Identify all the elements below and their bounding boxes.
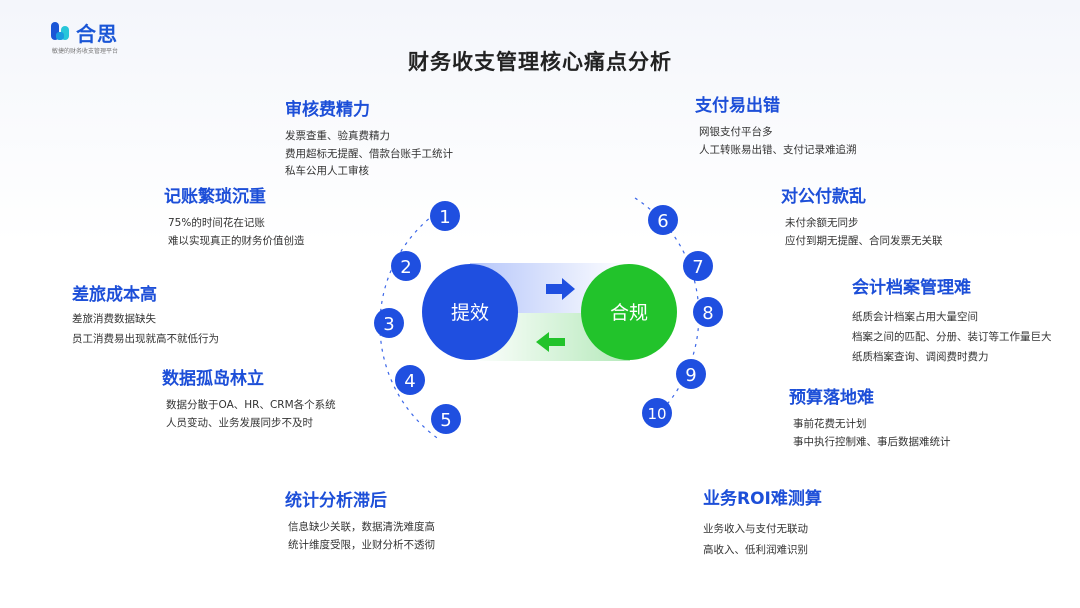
pain-point-title: 业务ROI难测算	[703, 489, 822, 509]
pain-point-item: 网银支付平台多	[699, 126, 773, 138]
pain-point-10: 业务ROI难测算 业务收入与支付无联动 高收入、低利润难识别	[703, 484, 822, 561]
left-orbit-arc	[379, 204, 449, 441]
pain-point-title: 会计档案管理难	[852, 278, 971, 298]
compliance-label: 合规	[610, 302, 648, 324]
pain-point-item: 75%的时间花在记账	[168, 217, 265, 229]
pain-point-item: 事前花费无计划	[793, 418, 867, 430]
logo-icon	[51, 22, 69, 40]
pain-point-3: 差旅成本高 差旅消费数据缺失 员工消费易出现就高不就低行为	[72, 280, 219, 348]
pain-point-8: 会计档案管理难 纸质会计档案占用大量空间 档案之间的匹配、分册、装订等工作量巨大…	[852, 273, 1052, 367]
svg-text:10: 10	[647, 405, 666, 423]
svg-text:7: 7	[692, 257, 703, 278]
pain-point-1: 审核费精力 发票查重、验真费精力 费用超标无提醒、借款台账手工统计 私车公用人工…	[285, 95, 453, 181]
efficiency-label: 提效	[451, 302, 489, 324]
arrow-right-icon	[546, 278, 575, 300]
pain-point-item: 档案之间的匹配、分册、装订等工作量巨大	[852, 331, 1052, 343]
svg-text:1: 1	[439, 207, 450, 228]
pain-point-item: 业务收入与支付无联动	[703, 523, 808, 535]
node-10: 10	[642, 398, 672, 428]
pain-point-item: 私车公用人工审核	[285, 165, 369, 177]
pain-point-title: 审核费精力	[285, 100, 370, 120]
svg-text:6: 6	[657, 211, 668, 232]
compliance-circle	[581, 264, 677, 360]
pain-point-title: 统计分析滞后	[285, 491, 387, 511]
pain-point-item: 信息缺少关联，数据清洗难度高	[288, 521, 435, 533]
pain-point-item: 统计维度受限，业财分析不透彻	[288, 538, 435, 551]
pain-point-item: 数据分散于OA、HR、CRM各个系统	[166, 399, 336, 411]
page-title: 财务收支管理核心痛点分析	[408, 50, 672, 74]
arrow-left-icon	[536, 332, 565, 352]
pain-point-item: 高收入、低利润难识别	[703, 544, 808, 556]
pain-point-9: 预算落地难 事前花费无计划 事中执行控制难、事后数据难统计	[789, 383, 951, 451]
pain-point-title: 支付易出错	[695, 96, 780, 116]
node-7: 7	[683, 251, 713, 281]
pain-point-item: 人员变动、业务发展同步不及时	[166, 416, 313, 429]
svg-text:5: 5	[440, 410, 451, 431]
svg-text:8: 8	[702, 303, 713, 324]
pain-point-item: 纸质档案查询、调阅费时费力	[852, 351, 989, 363]
svg-text:2: 2	[400, 257, 411, 278]
pain-point-title: 记账繁琐沉重	[164, 187, 266, 207]
brand-tagline: 敏捷的财务收支管理平台	[52, 48, 119, 55]
pain-point-item: 人工转账易出错、支付记录难追溯	[699, 143, 857, 156]
node-5: 5	[431, 404, 461, 434]
pain-point-title: 预算落地难	[789, 388, 874, 408]
pain-point-item: 难以实现真正的财务价值创造	[168, 234, 305, 247]
pain-point-item: 费用超标无提醒、借款台账手工统计	[285, 147, 453, 160]
pain-point-title: 差旅成本高	[72, 285, 157, 305]
pain-point-4: 数据孤岛林立 数据分散于OA、HR、CRM各个系统 人员变动、业务发展同步不及时	[162, 364, 336, 432]
svg-text:3: 3	[383, 314, 394, 335]
node-8: 8	[693, 297, 723, 327]
node-1: 1	[430, 201, 460, 231]
node-9: 9	[676, 359, 706, 389]
node-4: 4	[395, 365, 425, 395]
brand-name: 合思	[76, 22, 118, 46]
pain-point-item: 纸质会计档案占用大量空间	[852, 311, 978, 323]
pain-point-item: 员工消费易出现就高不就低行为	[72, 332, 219, 345]
node-3: 3	[374, 308, 404, 338]
node-6: 6	[648, 205, 678, 235]
pain-point-5: 统计分析滞后 信息缺少关联，数据清洗难度高 统计维度受限，业财分析不透彻	[285, 486, 435, 554]
efficiency-circle	[422, 264, 518, 360]
pain-point-title: 数据孤岛林立	[162, 369, 264, 389]
pain-point-item: 事中执行控制难、事后数据难统计	[793, 435, 951, 448]
svg-text:9: 9	[685, 365, 696, 386]
svg-text:4: 4	[404, 371, 415, 392]
pain-point-item: 应付到期无提醒、合同发票无关联	[785, 234, 943, 247]
pain-point-title: 对公付款乱	[781, 187, 866, 207]
pain-point-7: 对公付款乱 未付余额无同步 应付到期无提醒、合同发票无关联	[781, 182, 943, 250]
pain-point-6: 支付易出错 网银支付平台多 人工转账易出错、支付记录难追溯	[695, 91, 857, 159]
pain-point-2: 记账繁琐沉重 75%的时间花在记账 难以实现真正的财务价值创造	[164, 182, 305, 250]
pain-point-item: 未付余额无同步	[785, 217, 859, 229]
pain-point-item: 差旅消费数据缺失	[72, 313, 156, 325]
pain-point-item: 发票查重、验真费精力	[285, 130, 390, 142]
node-2: 2	[391, 251, 421, 281]
